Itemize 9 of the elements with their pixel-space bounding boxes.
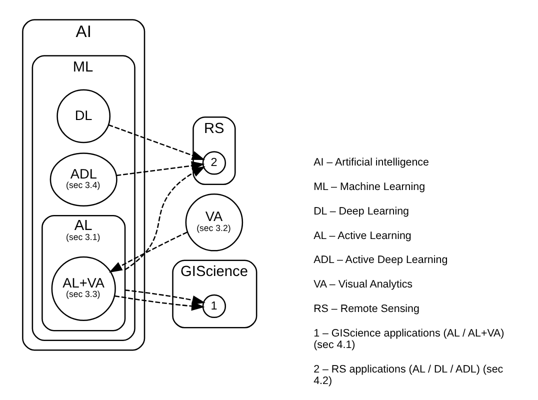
label: ML – Machine Learning — [314, 181, 426, 194]
label: DL – Deep Learning — [314, 205, 409, 218]
label: VA – Visual Analytics — [314, 278, 413, 291]
label: AL – Active Learning — [314, 230, 412, 242]
label: AI – Artificial intelligence — [314, 156, 430, 169]
label: ADL – Active Deep Learning — [314, 254, 448, 266]
label: 1 – GIScience applications (AL / AL+VA) (sec 4.1) — [314, 327, 504, 351]
label: RS – Remote Sensing — [314, 302, 420, 315]
label: 2 – RS applications (AL / DL / ADL) (sec 4.2) — [314, 363, 504, 387]
